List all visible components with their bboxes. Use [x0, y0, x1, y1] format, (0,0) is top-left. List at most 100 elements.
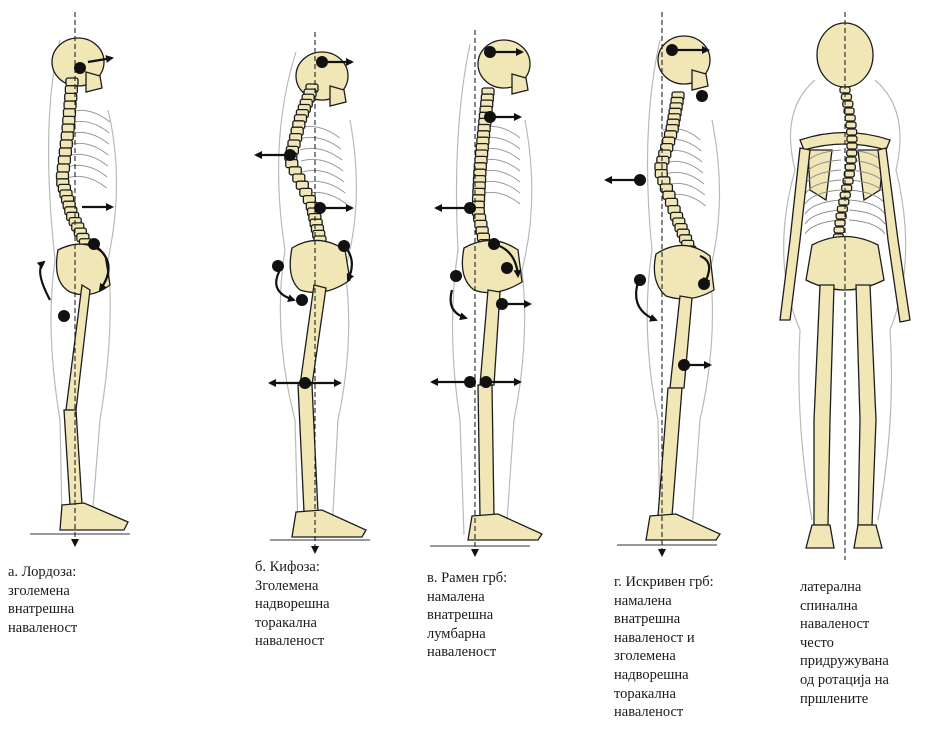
pivot-dot — [316, 56, 328, 68]
rib — [480, 181, 520, 193]
caption-line: Зголемена — [255, 577, 330, 596]
right-foot — [854, 525, 882, 548]
vertebra — [839, 199, 849, 205]
figure-kyphosis — [256, 32, 370, 552]
caption-line: внатрешна — [8, 600, 77, 619]
pivot-dot — [696, 90, 708, 102]
rib — [849, 220, 885, 234]
caption-lordosis: а. Лордоза: зголемена внатрешна навалено… — [8, 563, 77, 637]
vertebra — [842, 185, 852, 191]
pivot-dot — [464, 202, 476, 214]
caption-line: често — [800, 634, 889, 653]
rib — [665, 161, 703, 173]
figure-scoliosis — [780, 12, 910, 560]
pivot-dot — [678, 359, 690, 371]
caption-line: наваленост — [427, 643, 507, 662]
caption-line: торакална — [614, 685, 714, 704]
vertebra — [847, 136, 857, 142]
caption-line: лумбарна — [427, 625, 507, 644]
rib — [301, 159, 343, 171]
vertebra — [847, 150, 857, 156]
caption-line: в. Рамен грб: — [427, 569, 507, 588]
foot — [468, 514, 542, 540]
vertebra — [834, 227, 844, 233]
caption-line: спинална — [800, 597, 889, 616]
caption-line: б. Кифоза: — [255, 558, 330, 577]
caption-line: надворешна — [614, 666, 714, 685]
pivot-dot — [296, 294, 308, 306]
foot — [646, 514, 720, 540]
rib — [480, 192, 520, 204]
vertebra — [61, 132, 73, 140]
caption-line: намалена — [614, 592, 714, 611]
vertebra — [57, 164, 69, 172]
rib — [302, 170, 344, 182]
vertebra — [66, 78, 78, 86]
caption-line: надворешна — [255, 595, 330, 614]
vertebra — [63, 116, 75, 124]
rib — [68, 154, 108, 166]
pivot-dot — [284, 149, 296, 161]
caption-line: внатрешна — [427, 606, 507, 625]
caption-line: намалена — [427, 588, 507, 607]
caption-scoliosis: латерална спинална наваленост често прид… — [800, 578, 889, 708]
vertebra — [846, 157, 856, 163]
right-leg — [856, 285, 876, 525]
pivot-dot — [58, 310, 70, 322]
pivot-dot — [666, 44, 678, 56]
vertebra — [58, 156, 70, 164]
rotation-arrow — [636, 282, 656, 320]
pivot-dot — [480, 376, 492, 388]
rib — [299, 137, 341, 149]
foot — [60, 503, 128, 530]
vertebra — [60, 140, 72, 148]
caption-line: г. Искривен грб: — [614, 573, 714, 592]
figure-lordosis — [30, 12, 130, 545]
rib — [666, 172, 704, 184]
pivot-dot — [484, 111, 496, 123]
pelvis — [654, 245, 714, 298]
left-leg — [814, 285, 834, 525]
rotation-arrow — [40, 262, 50, 300]
vertebra — [845, 164, 855, 170]
pivot-dot — [299, 377, 311, 389]
rib — [68, 143, 108, 155]
vertebra — [835, 220, 845, 226]
vertebra — [841, 94, 851, 100]
rib — [67, 165, 107, 177]
caption-swayback: г. Искривен грб: намалена внатрешна нава… — [614, 573, 714, 722]
vertebra — [845, 115, 855, 121]
caption-line: наваленост — [8, 619, 77, 638]
caption-line: внатрешна — [614, 610, 714, 629]
caption-kyphosis: б. Кифоза: Зголемена надворешна торакалн… — [255, 558, 330, 651]
pivot-dot — [484, 46, 496, 58]
pivot-dot — [464, 376, 476, 388]
left-foot — [806, 525, 834, 548]
pivot-dot — [501, 262, 513, 274]
vertebra — [847, 143, 857, 149]
caption-line: од ротација на — [800, 671, 889, 690]
caption-line: наваленост — [800, 615, 889, 634]
rib — [805, 200, 841, 214]
pivot-dot — [74, 62, 86, 74]
pivot-dot — [496, 298, 508, 310]
caption-line: торакална — [255, 614, 330, 633]
caption-flatback: в. Рамен грб: намалена внатрешна лумбарн… — [427, 569, 507, 662]
caption-line: зголемена — [614, 647, 714, 666]
rib — [849, 200, 885, 214]
tibia — [64, 410, 82, 505]
vertebra — [64, 101, 76, 109]
caption-line: наваленост — [614, 703, 714, 722]
caption-line: зголемена — [8, 582, 77, 601]
pivot-dot — [450, 270, 462, 282]
rib — [67, 176, 107, 188]
vertebra — [62, 124, 74, 132]
caption-line: наваленост и — [614, 629, 714, 648]
femur — [66, 285, 90, 410]
vertebra — [846, 122, 856, 128]
rib — [300, 148, 342, 160]
figure-swayback — [606, 12, 720, 555]
figure-flatback — [430, 30, 542, 555]
pivot-dot — [634, 274, 646, 286]
foot — [292, 510, 366, 537]
